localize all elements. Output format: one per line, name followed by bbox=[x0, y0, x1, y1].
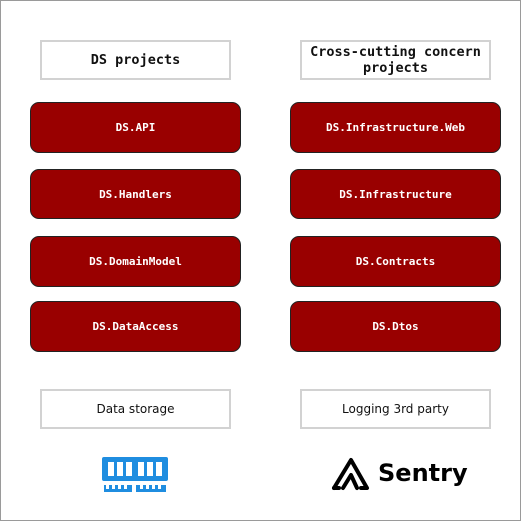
data-storage-box: Data storage bbox=[40, 389, 231, 429]
project-ds-domainmodel: DS.DomainModel bbox=[30, 236, 241, 287]
project-ds-api: DS.API bbox=[30, 102, 241, 153]
sentry-logo-text: Sentry bbox=[378, 459, 468, 487]
project-ds-infrastructure-web: DS.Infrastructure.Web bbox=[290, 102, 501, 153]
cross-cutting-header: Cross-cutting concern projects bbox=[300, 40, 491, 80]
logging-3rd-party-box: Logging 3rd party bbox=[300, 389, 491, 429]
project-ds-contracts: DS.Contracts bbox=[290, 236, 501, 287]
ds-projects-header: DS projects bbox=[40, 40, 231, 80]
project-ds-dtos: DS.Dtos bbox=[290, 301, 501, 352]
project-ds-handlers: DS.Handlers bbox=[30, 169, 241, 219]
memory-icon bbox=[102, 457, 168, 492]
project-ds-dataaccess: DS.DataAccess bbox=[30, 301, 241, 352]
project-ds-infrastructure: DS.Infrastructure bbox=[290, 169, 501, 219]
sentry-logo-icon bbox=[332, 458, 369, 490]
